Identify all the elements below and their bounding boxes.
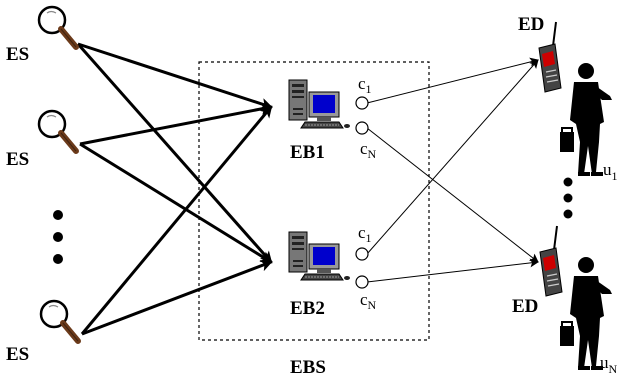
channel-index: 1 — [366, 231, 372, 245]
arrow-es2-eb2 — [79, 142, 273, 264]
channel-letter: c — [358, 74, 366, 93]
event-source-1: ES — [6, 7, 76, 65]
channel-letter: c — [358, 223, 366, 242]
channel-port — [355, 121, 369, 135]
magnifier-icon — [41, 301, 78, 341]
channel-port — [355, 247, 369, 261]
source-to-broker-arrows — [76, 42, 273, 336]
device-label: ED — [518, 14, 544, 35]
channel-label: c1 — [358, 74, 372, 96]
broker-label: EB2 — [290, 298, 325, 319]
channel-label: cN — [360, 139, 377, 161]
user-letter: u — [600, 353, 609, 372]
arrow-es1-eb1 — [77, 42, 273, 110]
device-label: ED — [512, 296, 538, 317]
mobile-phone-icon — [539, 225, 563, 297]
channel-letter: c — [360, 290, 368, 309]
channel-letter: c — [360, 139, 368, 158]
magnifier-icon — [39, 7, 76, 47]
event-broker-2: EB2 c1 cN — [288, 223, 377, 319]
channel-port — [355, 275, 369, 289]
event-source-3: ES — [6, 301, 78, 365]
channel-label: c1 — [358, 223, 372, 245]
ebs-label: EBS — [290, 357, 326, 378]
channel-to-device-arrows — [366, 57, 539, 283]
arrow-es2-eb1 — [79, 103, 273, 146]
arrow-es3-eb2 — [81, 259, 273, 336]
user-label: uN — [600, 353, 618, 376]
event-source-label: ES — [6, 149, 29, 170]
channel-port — [355, 96, 369, 110]
arrow-eb2-cn-ed2 — [366, 258, 539, 283]
user-label: u1 — [603, 160, 618, 183]
computer-icon — [288, 231, 351, 281]
user-letter: u — [603, 160, 612, 179]
event-source-label: ES — [6, 44, 29, 65]
user-n: uN — [559, 256, 618, 376]
ebs-boundary-box — [198, 61, 430, 341]
magnifier-icon — [39, 111, 76, 151]
event-device-2: ED — [512, 225, 563, 317]
arrow-es3-eb1 — [80, 105, 273, 335]
arrow-eb1-c1-ed1 — [366, 57, 539, 104]
arrow-eb2-c1-ed1 — [366, 59, 539, 255]
user-ellipsis — [563, 177, 573, 219]
user-index: 1 — [612, 169, 618, 183]
broker-label: EB1 — [290, 142, 325, 163]
arrow-eb1-cn-ed2 — [366, 127, 539, 263]
event-source-label: ES — [6, 344, 29, 365]
source-ellipsis — [53, 210, 63, 264]
event-device-1: ED — [518, 14, 562, 93]
arrow-es1-eb2 — [76, 43, 273, 264]
computer-icon — [288, 79, 351, 129]
channel-index: N — [368, 147, 377, 161]
user-index: N — [609, 362, 618, 376]
event-broker-1: EB1 c1 cN — [288, 74, 377, 163]
channel-index: 1 — [366, 82, 372, 96]
event-source-2: ES — [6, 111, 76, 170]
channel-label: cN — [360, 290, 377, 312]
user-1: u1 — [559, 62, 618, 183]
channel-index: N — [368, 298, 377, 312]
